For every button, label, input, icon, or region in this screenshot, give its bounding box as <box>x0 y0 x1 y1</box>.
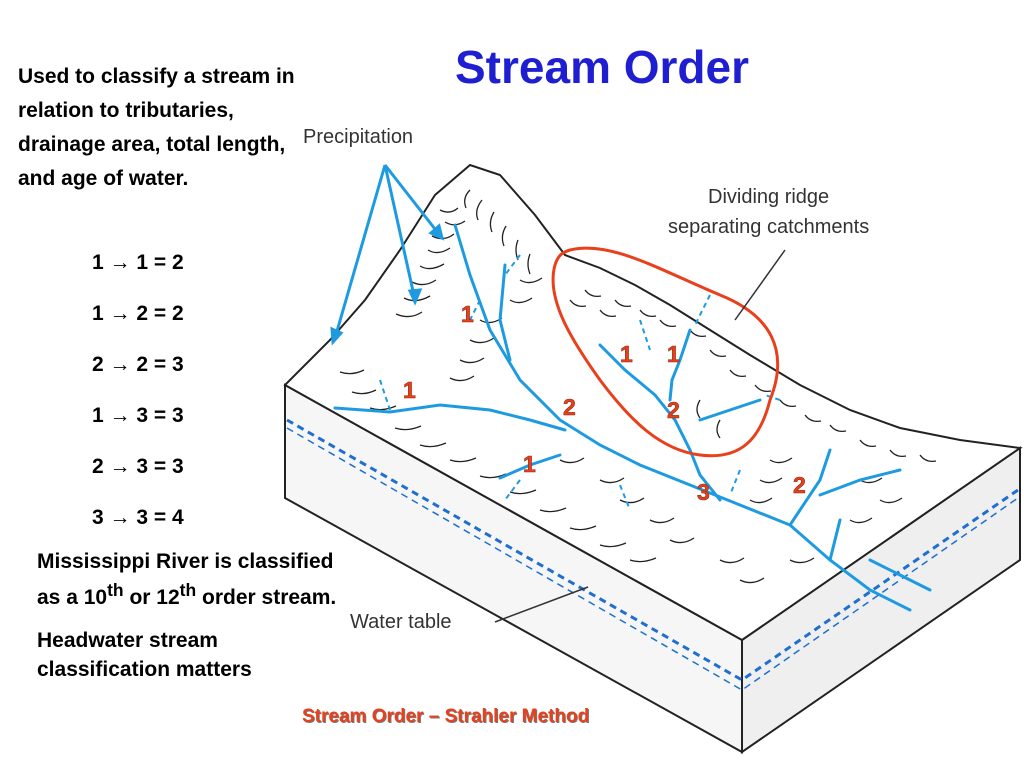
ephemeral-streams <box>379 254 781 511</box>
intro-text: Used to classify a stream in relation to… <box>18 65 295 190</box>
arrow-icon: → <box>109 251 131 274</box>
water-table-callout-line <box>494 586 589 623</box>
terrain-surface <box>283 163 1023 642</box>
order-rule: 1 → 3 = 3 <box>92 404 184 427</box>
caption: Stream Order – Strahler Method <box>302 706 590 727</box>
water-table-line-lower <box>286 427 1019 691</box>
water-table-line <box>286 418 1019 682</box>
stream-order-label: 1 <box>461 301 474 327</box>
order-rule: 1 → 2 = 2 <box>92 302 184 325</box>
arrow-icon: → <box>109 455 131 478</box>
terrain-hachures <box>339 189 937 584</box>
arrow-icon: → <box>109 404 131 427</box>
stream-order-label: 2 <box>667 397 680 423</box>
slide-title: Stream Order <box>455 41 750 93</box>
stream-order-label: 3 <box>697 479 710 505</box>
precipitation-arrows <box>330 164 445 346</box>
headwater-note: Headwater stream classification matters <box>37 629 252 681</box>
notes-block: Mississippi River is classified as a 10t… <box>37 547 337 698</box>
stream-network <box>333 223 932 612</box>
arrow-icon: → <box>109 506 131 529</box>
order-rule: 2 → 2 = 3 <box>92 353 184 376</box>
order-rule: 3 → 3 = 4 <box>92 506 184 529</box>
stream-order-label: 1 <box>620 341 633 367</box>
stream-order-label: 1 <box>403 377 416 403</box>
order-rule: 1 → 1 = 2 <box>92 251 184 274</box>
catchment-outline <box>551 246 780 458</box>
order-rule: 2 → 3 = 3 <box>92 455 184 478</box>
ridge-label-line1: Dividing ridge <box>708 186 829 208</box>
ridge-callout-line <box>734 249 786 321</box>
stream-order-label: 1 <box>667 341 680 367</box>
stream-order-label: 2 <box>793 472 806 498</box>
ridge-label-line2: separating catchments <box>668 216 869 238</box>
mississippi-note: Mississippi River is classified as a 10t… <box>37 550 337 609</box>
order-rules-list: 1 → 1 = 2 1 → 2 = 2 2 → 2 = 3 1 → 3 = 3 … <box>92 248 184 554</box>
precipitation-label: Precipitation <box>303 126 413 148</box>
stream-order-label: 1 <box>523 451 536 477</box>
arrow-icon: → <box>109 353 131 376</box>
stream-order-label: 2 <box>563 394 576 420</box>
arrow-icon: → <box>109 302 131 325</box>
water-table-label: Water table <box>350 611 452 633</box>
